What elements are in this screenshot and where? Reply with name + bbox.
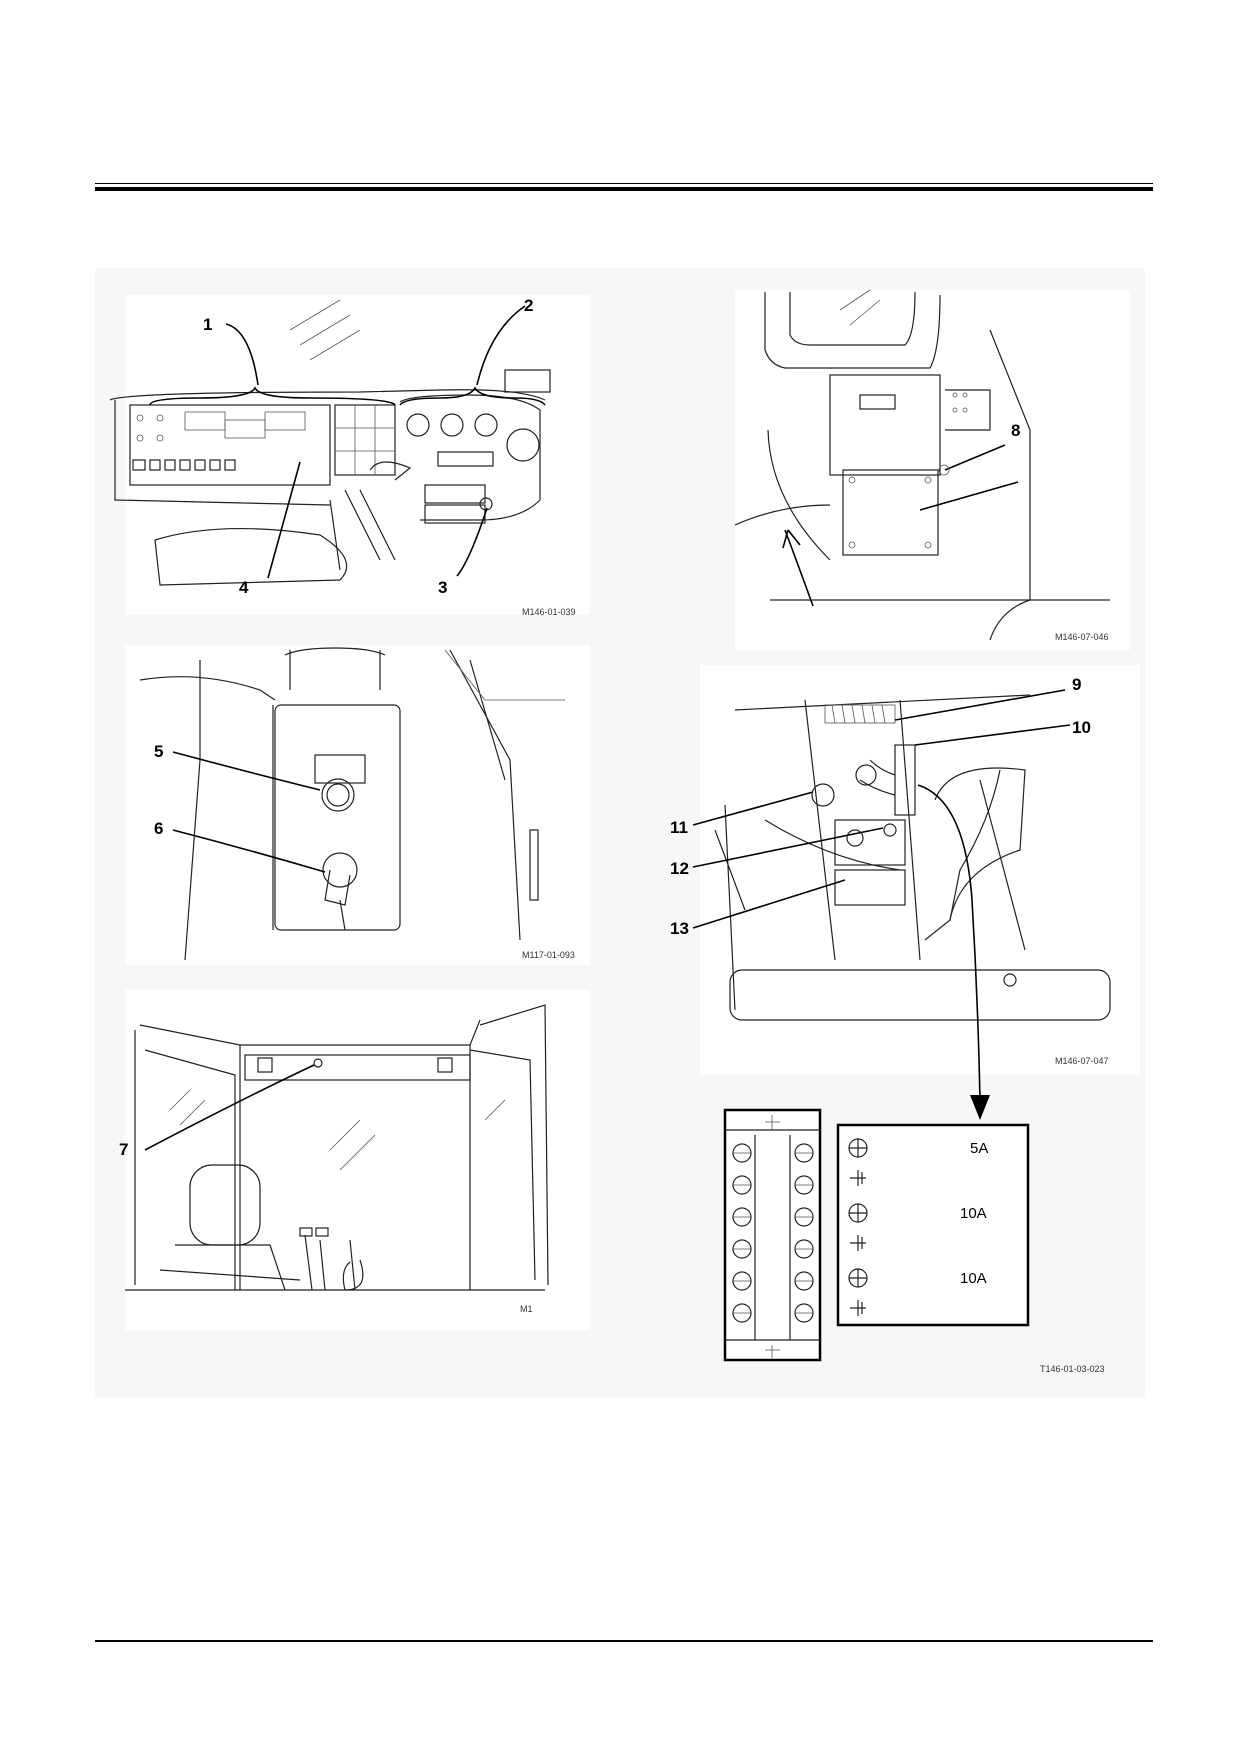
dashboard-figure: 1 2 3 4 M146-01-039 (109, 296, 576, 617)
callout-2: 2 (524, 296, 533, 315)
figure-code-console-switches: M117-01-093 (522, 950, 575, 960)
cab-interior-panel (125, 990, 590, 1330)
callout-10: 10 (1072, 718, 1091, 737)
callout-8: 8 (1011, 421, 1020, 440)
callout-13: 13 (670, 919, 689, 938)
callout-12: 12 (670, 859, 689, 878)
callout-11: 11 (670, 818, 688, 837)
header-rule-thin (95, 183, 1153, 184)
callout-6: 6 (154, 819, 163, 838)
callout-4: 4 (239, 578, 249, 597)
rear-console-figure: 8 M146-07-046 (734, 289, 1110, 642)
fuse-legend-box (836, 1123, 1030, 1327)
header-rule-thick (95, 187, 1153, 191)
fuse-area-panel (700, 665, 1140, 1075)
callout-9: 9 (1072, 675, 1081, 694)
figure-code-cab-interior: M1 (520, 1304, 533, 1314)
console-switches-panel (125, 645, 590, 965)
cab-interior-figure: 7 M1 (119, 1004, 549, 1314)
callout-5: 5 (154, 742, 163, 761)
callout-3: 3 (438, 578, 447, 597)
console-switches-figure: 5 6 M117-01-093 (139, 647, 575, 961)
dashboard-panel (125, 295, 590, 615)
callout-1: 1 (203, 315, 212, 334)
figure-code-dashboard: M146-01-039 (522, 607, 576, 617)
footer-rule (95, 1640, 1153, 1642)
fuse-box-detail-figure: 5A 10A 10A T146-01-03-023 (723, 1108, 1105, 1374)
fuse-rating-2: 10A (960, 1205, 987, 1222)
fuse-rating-3: 10A (960, 1270, 987, 1287)
pointer-arrowhead (970, 1095, 990, 1120)
figure-code-fuse-box: T146-01-03-023 (1040, 1364, 1105, 1374)
fuse-area-figure: 9 10 11 12 13 M146-07-047 (670, 675, 1111, 1120)
fuse-rating-1: 5A (970, 1140, 988, 1157)
figure-code-fuse-area: M146-07-047 (1055, 1056, 1109, 1066)
callout-7: 7 (119, 1140, 128, 1159)
figure-code-rear-console: M146-07-046 (1055, 632, 1109, 642)
